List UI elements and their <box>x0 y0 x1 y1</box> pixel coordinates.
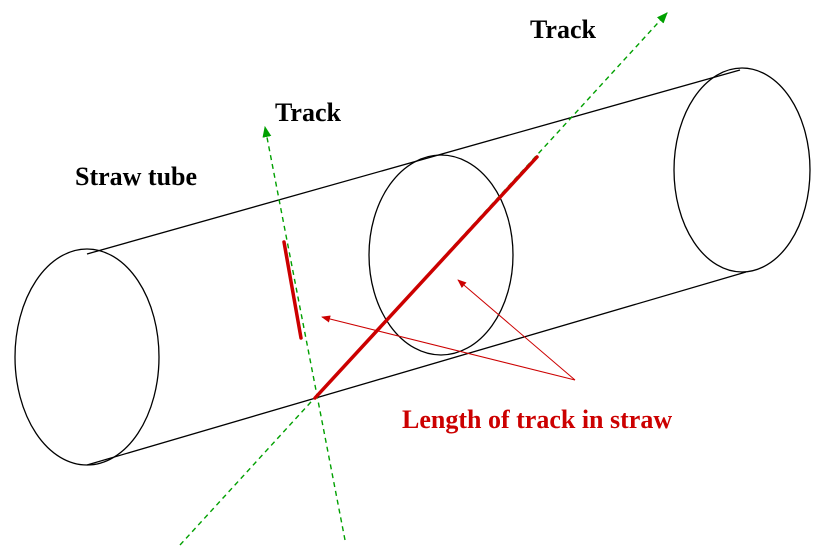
track-line-steep <box>262 125 346 541</box>
tube-bottom-edge <box>86 271 747 466</box>
tube-end-left <box>14 248 160 466</box>
track-segment-long <box>313 155 539 400</box>
annotation-arrow-to-long-segment <box>457 279 576 381</box>
straw-tube-label: Straw tube <box>75 162 197 191</box>
length-of-track-label: Length of track in straw <box>402 405 672 434</box>
track-left-label: Track <box>275 98 341 127</box>
tube-end-right <box>673 67 811 273</box>
track-top-label: Track <box>530 15 596 44</box>
straw-tube-cylinder <box>14 67 811 466</box>
track-segments-in-straw <box>282 155 539 400</box>
annotation-arrow-to-short-segment <box>321 315 576 381</box>
tube-cross-section-middle <box>368 154 514 356</box>
annotation-arrows <box>321 279 576 381</box>
track-segment-short <box>282 240 303 340</box>
tube-top-edge <box>86 69 741 255</box>
